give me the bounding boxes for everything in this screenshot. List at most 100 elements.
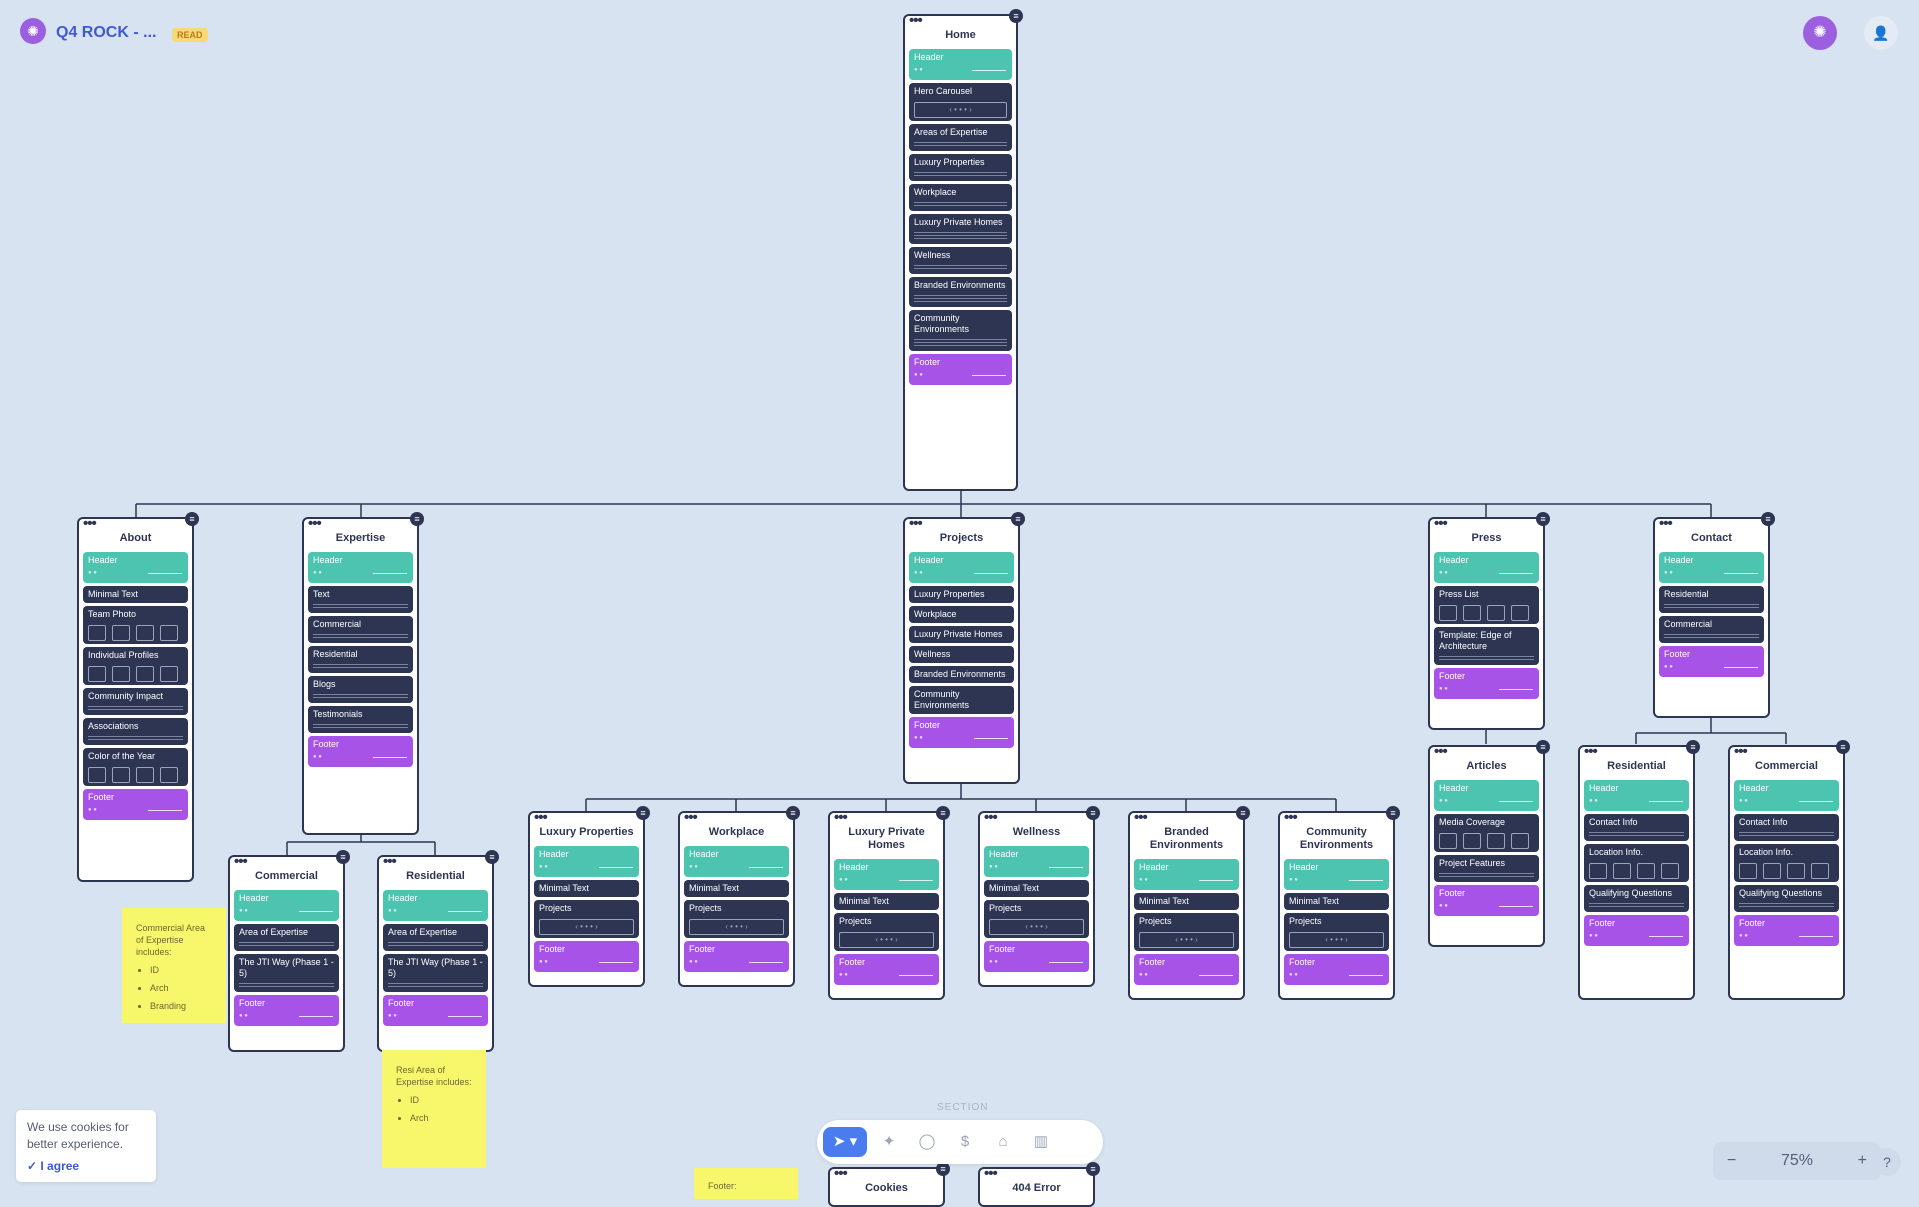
header-block[interactable]: Header● ● (83, 552, 188, 583)
card-menu-icon[interactable]: ≡ (336, 850, 350, 864)
footer-block[interactable]: Footer● ● (684, 941, 789, 972)
section-block[interactable]: Projects‹ • • • › (834, 913, 939, 951)
section-block[interactable]: Blogs (308, 676, 413, 703)
card-menu-icon[interactable]: ≡ (1009, 9, 1023, 23)
header-block[interactable]: Header● ● (1734, 780, 1839, 811)
user-icon[interactable]: 👤 (1864, 16, 1898, 50)
card-menu-icon[interactable]: ≡ (1086, 806, 1100, 820)
section-block[interactable]: Team Photo (83, 606, 188, 644)
card-menu-icon[interactable]: ≡ (185, 512, 199, 526)
card-menu-icon[interactable]: ≡ (1761, 512, 1775, 526)
section-block[interactable]: Wellness (909, 646, 1014, 663)
section-block[interactable]: Luxury Properties (909, 586, 1014, 603)
header-block[interactable]: Header● ● (1434, 552, 1539, 583)
footer-block[interactable]: Footer● ● (383, 995, 488, 1026)
header-block[interactable]: Header● ● (234, 890, 339, 921)
section-block[interactable]: Minimal Text (83, 586, 188, 603)
section-block[interactable]: Text (308, 586, 413, 613)
card-menu-icon[interactable]: ≡ (1011, 512, 1025, 526)
section-block[interactable]: Hero Carousel‹ • • • › (909, 83, 1012, 121)
section-block[interactable]: Areas of Expertise (909, 124, 1012, 151)
section-block[interactable]: Contact Info (1734, 814, 1839, 841)
section-block[interactable]: Minimal Text (834, 893, 939, 910)
footer-block[interactable]: Footer● ● (234, 995, 339, 1026)
card-menu-icon[interactable]: ≡ (410, 512, 424, 526)
section-block[interactable]: Luxury Properties (909, 154, 1012, 181)
card-menu-icon[interactable]: ≡ (636, 806, 650, 820)
project-title[interactable]: Q4 ROCK - ... (56, 24, 157, 41)
card-menu-icon[interactable]: ≡ (1536, 740, 1550, 754)
agree-button[interactable]: ✓ I agree (27, 1158, 145, 1175)
section-block[interactable]: Contact Info (1584, 814, 1689, 841)
section-block[interactable]: Minimal Text (684, 880, 789, 897)
section-block[interactable]: Individual Profiles (83, 647, 188, 685)
more-options-icon[interactable]: ••• (1434, 515, 1448, 532)
footer-block[interactable]: Footer● ● (1434, 668, 1539, 699)
section-block[interactable]: Area of Expertise (383, 924, 488, 951)
more-options-icon[interactable]: ••• (534, 809, 548, 826)
card-menu-icon[interactable]: ≡ (1086, 1162, 1100, 1176)
section-block[interactable]: Minimal Text (534, 880, 639, 897)
section-block[interactable]: Area of Expertise (234, 924, 339, 951)
section-block[interactable]: Workplace (909, 606, 1014, 623)
card-menu-icon[interactable]: ≡ (936, 806, 950, 820)
section-block[interactable]: Color of the Year (83, 748, 188, 786)
footer-block[interactable]: Footer● ● (308, 736, 413, 767)
section-block[interactable]: Media Coverage (1434, 814, 1539, 852)
section-block[interactable]: Press List (1434, 586, 1539, 624)
more-options-icon[interactable]: ••• (684, 809, 698, 826)
section-block[interactable]: Location Info. (1584, 844, 1689, 882)
footer-block[interactable]: Footer● ● (83, 789, 188, 820)
dollar-icon[interactable]: $ (960, 1133, 970, 1150)
section-block[interactable]: Projects‹ • • • › (1284, 913, 1389, 951)
footer-block[interactable]: Footer● ● (1659, 646, 1764, 677)
more-options-icon[interactable]: ••• (1284, 809, 1298, 826)
footer-block[interactable]: Footer● ● (1584, 915, 1689, 946)
section-block[interactable]: Testimonials (308, 706, 413, 733)
minus-icon[interactable]: − (1727, 1152, 1737, 1169)
header-block[interactable]: Header● ● (909, 552, 1014, 583)
sticky-note-residential[interactable]: Resi Area of Expertise includes: ID Arch (382, 1050, 486, 1168)
section-block[interactable]: Qualifying Questions (1584, 885, 1689, 912)
header-block[interactable]: Header● ● (383, 890, 488, 921)
footer-block[interactable]: Footer● ● (1734, 915, 1839, 946)
card-menu-icon[interactable]: ≡ (1836, 740, 1850, 754)
sparkle-icon[interactable]: ✦ (882, 1133, 896, 1150)
more-options-icon[interactable]: ••• (909, 12, 923, 29)
section-block[interactable]: Projects‹ • • • › (684, 900, 789, 938)
footer-block[interactable]: Footer● ● (1284, 954, 1389, 985)
section-block[interactable]: Community Environments (909, 686, 1014, 714)
section-block[interactable]: Luxury Private Homes (909, 626, 1014, 643)
header-block[interactable]: Header● ● (308, 552, 413, 583)
card-menu-icon[interactable]: ≡ (1536, 512, 1550, 526)
header-block[interactable]: Header● ● (684, 846, 789, 877)
header-block[interactable]: Header● ● (834, 859, 939, 890)
cursor-icon[interactable]: ➤ ▾ (823, 1127, 867, 1157)
header-block[interactable]: Header● ● (1134, 859, 1239, 890)
section-block[interactable]: Luxury Private Homes (909, 214, 1012, 244)
section-block[interactable]: Commercial (308, 616, 413, 643)
card-menu-icon[interactable]: ≡ (1236, 806, 1250, 820)
section-block[interactable]: Wellness (909, 247, 1012, 274)
more-options-icon[interactable]: ••• (83, 515, 97, 532)
footer-block[interactable]: Footer● ● (534, 941, 639, 972)
more-options-icon[interactable]: ••• (1734, 743, 1748, 760)
section-block[interactable]: Project Features (1434, 855, 1539, 882)
more-options-icon[interactable]: ••• (909, 515, 923, 532)
more-options-icon[interactable]: ••• (308, 515, 322, 532)
section-block[interactable]: Location Info. (1734, 844, 1839, 882)
more-options-icon[interactable]: ••• (834, 809, 848, 826)
more-options-icon[interactable]: ••• (1584, 743, 1598, 760)
section-block[interactable]: The JTI Way (Phase 1 - 5) (234, 954, 339, 992)
header-block[interactable]: Header● ● (1284, 859, 1389, 890)
